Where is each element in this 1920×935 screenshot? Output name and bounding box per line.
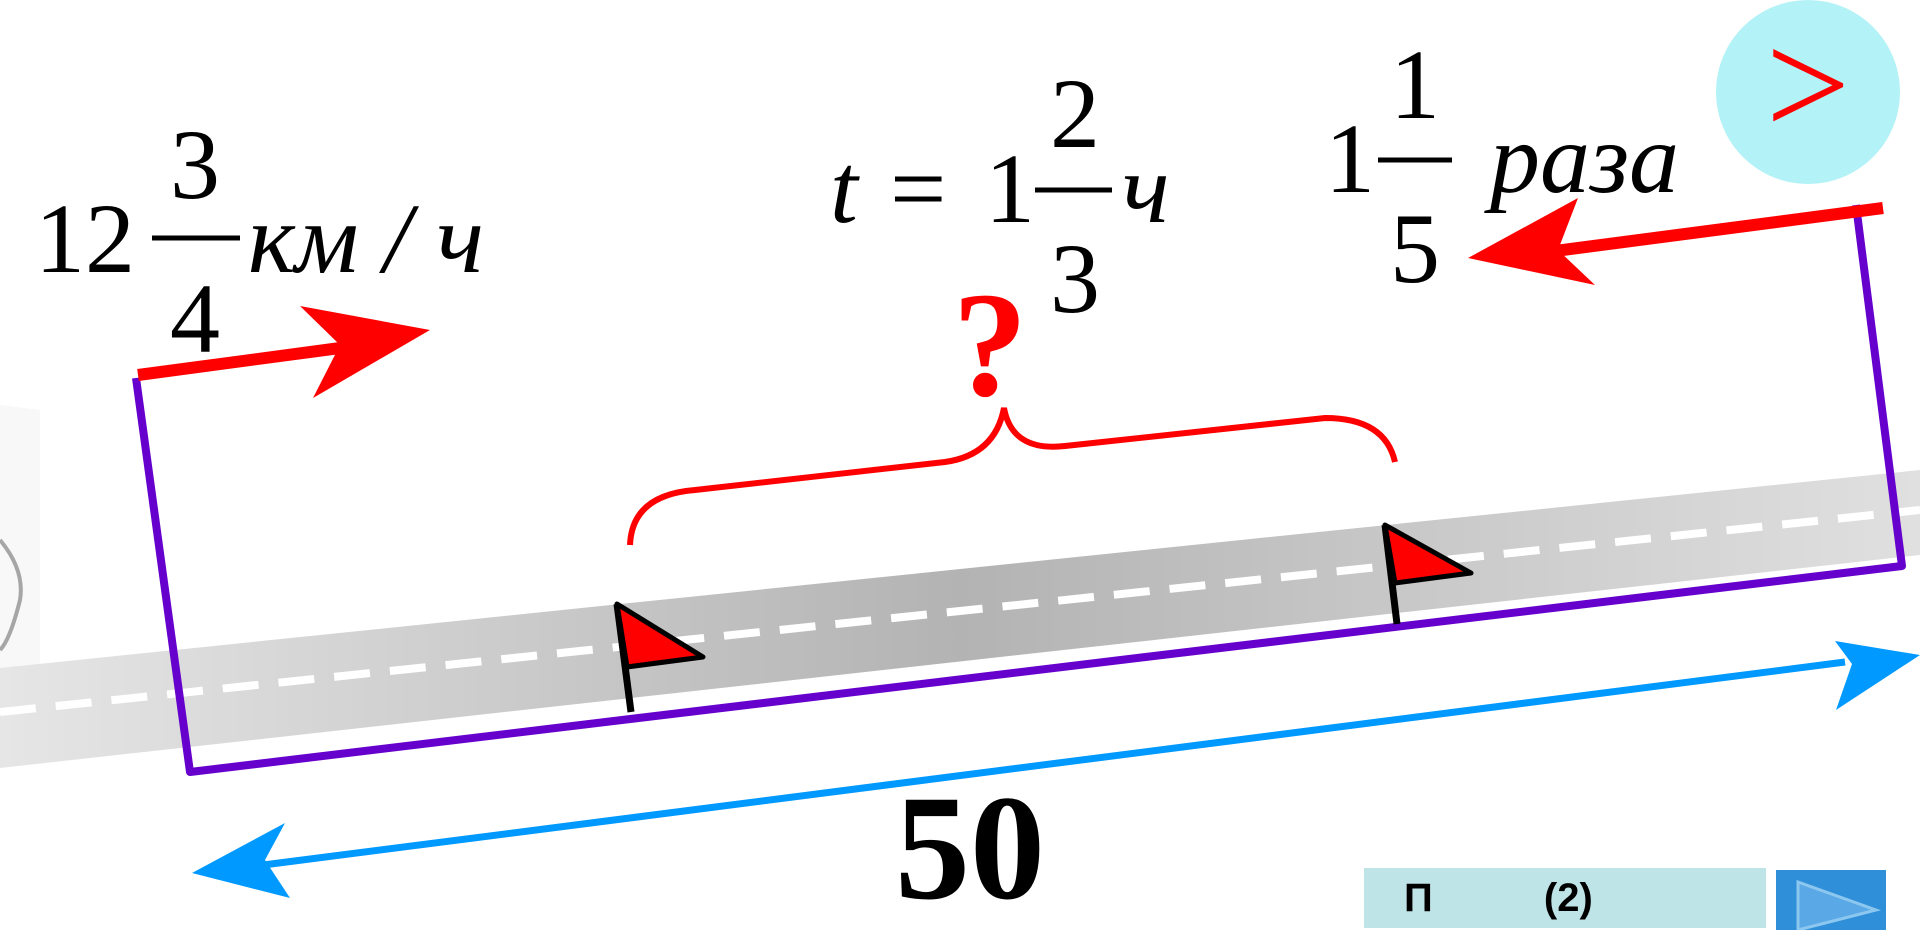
ratio-denominator: 5 [1390,193,1440,304]
time-denominator: 3 [1050,223,1100,334]
play-icon [1796,879,1882,932]
compare-sign: > [1766,2,1851,168]
speed-label: 12 3 4 км / ч [35,109,484,374]
ratio-word: раза [1484,103,1679,214]
play-button[interactable] [1776,870,1886,932]
ratio-whole: 1 [1325,103,1375,214]
distance-value: 50 [895,765,1045,916]
speed-whole: 12 [35,183,135,294]
problem-diagram: > ? 12 3 4 км / ч t = 1 2 3 ч 1 1 5 раза… [0,0,1920,916]
ratio-numerator: 1 [1390,29,1440,140]
road-center-line [0,506,1920,716]
time-equals: = [890,133,946,244]
distance-arrow [192,641,1920,898]
time-label: t = 1 2 3 ч [830,58,1170,334]
compare-circle [1716,0,1900,184]
speed-denominator: 4 [170,263,220,374]
flag-icon [613,601,706,713]
question-mark: ? [953,262,1028,428]
arrow-left-red [1468,198,1884,285]
ratio-label: 1 1 5 раза [1325,29,1679,304]
time-whole: 1 [985,133,1035,244]
road [0,470,1920,768]
route-bracket [132,204,1906,776]
arrow-right-red [137,306,430,398]
time-numerator: 2 [1050,58,1100,169]
flag-icon [1381,522,1474,625]
hint-button[interactable]: П (2) [1364,868,1766,928]
curly-brace [627,407,1398,546]
speed-numerator: 3 [170,109,220,220]
time-variable: t [830,133,860,244]
speed-unit: км / ч [248,183,484,294]
time-unit: ч [1122,133,1170,244]
